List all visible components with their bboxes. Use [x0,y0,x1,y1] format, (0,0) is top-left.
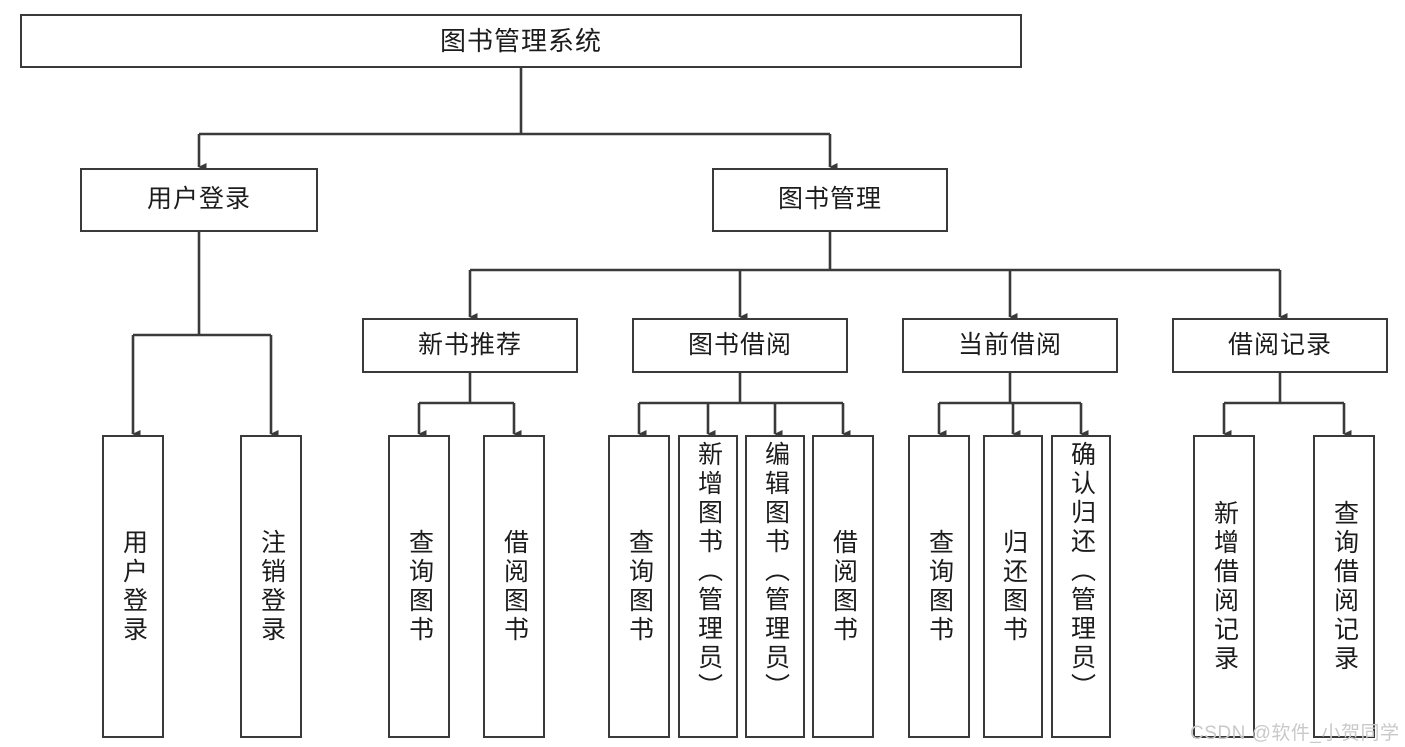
node-leaf-user-logout[interactable]: 注销登录 [240,435,302,738]
node-borrow-record[interactable]: 借阅记录 [1172,318,1388,373]
node-leaf-borrow-book-2-label: 借阅图书 [829,528,858,645]
node-leaf-query-book-1[interactable]: 查询图书 [388,435,450,738]
node-new-book-recommend[interactable]: 新书推荐 [362,318,578,373]
watermark: CSDN @软件_小贺同学 [1190,723,1400,744]
node-leaf-query-book-2[interactable]: 查询图书 [608,435,670,738]
node-user-login-label: 用户登录 [146,185,251,214]
node-leaf-user-login[interactable]: 用户登录 [102,435,164,738]
node-book-borrow[interactable]: 图书借阅 [632,318,848,373]
node-user-login[interactable]: 用户登录 [80,168,318,232]
node-leaf-borrow-book-1[interactable]: 借阅图书 [483,435,545,738]
node-leaf-confirm-return-admin-label: 确认归还（管理员） [1067,441,1096,702]
node-leaf-borrow-book-2[interactable]: 借阅图书 [812,435,874,738]
node-root[interactable]: 图书管理系统 [20,14,1022,68]
node-leaf-add-book-admin[interactable]: 新增图书（管理员） [678,435,738,738]
node-book-borrow-label: 图书借阅 [687,330,792,359]
node-leaf-query-book-3-label: 查询图书 [925,528,954,645]
node-leaf-add-borrow-record-label: 新增借阅记录 [1210,499,1239,674]
node-leaf-user-login-label: 用户登录 [119,528,148,645]
node-book-manage[interactable]: 图书管理 [712,168,948,232]
node-leaf-query-book-3[interactable]: 查询图书 [908,435,970,738]
node-leaf-query-borrow-record[interactable]: 查询借阅记录 [1313,435,1375,738]
node-leaf-borrow-book-1-label: 借阅图书 [500,528,529,645]
node-leaf-return-book-label: 归还图书 [999,528,1028,645]
node-leaf-confirm-return-admin[interactable]: 确认归还（管理员） [1051,435,1111,738]
node-root-label: 图书管理系统 [439,25,602,56]
node-leaf-add-borrow-record[interactable]: 新增借阅记录 [1193,435,1255,738]
node-leaf-add-book-admin-label: 新增图书（管理员） [694,441,723,702]
node-leaf-return-book[interactable]: 归还图书 [983,435,1043,738]
node-current-borrow-label: 当前借阅 [957,330,1062,359]
node-borrow-record-label: 借阅记录 [1227,330,1332,359]
node-leaf-query-book-2-label: 查询图书 [625,528,654,645]
node-new-book-recommend-label: 新书推荐 [417,330,522,359]
node-leaf-user-logout-label: 注销登录 [257,528,286,645]
node-leaf-query-book-1-label: 查询图书 [405,528,434,645]
node-leaf-edit-book-admin[interactable]: 编辑图书（管理员） [745,435,805,738]
node-book-manage-label: 图书管理 [777,185,882,214]
node-leaf-query-borrow-record-label: 查询借阅记录 [1330,499,1359,674]
node-leaf-edit-book-admin-label: 编辑图书（管理员） [761,441,790,702]
node-current-borrow[interactable]: 当前借阅 [902,318,1118,373]
